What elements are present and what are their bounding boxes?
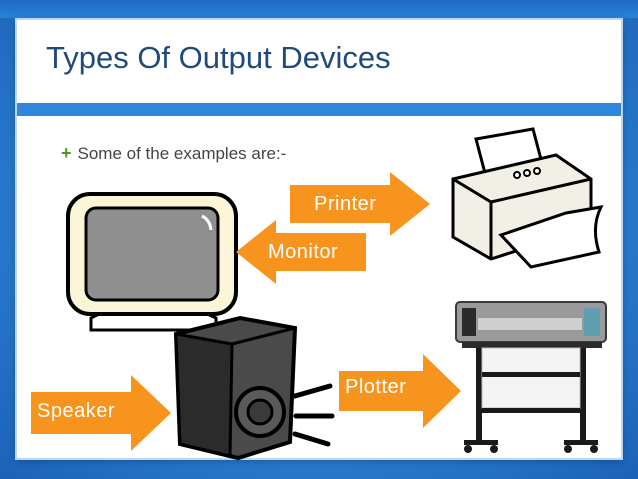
speaker-arrow-icon [31,375,171,451]
bullet-item: + Some of the examples are:- [61,143,286,164]
printer-arrow-icon [290,172,430,236]
monitor-label: Monitor [268,241,339,263]
plotter-label: Plotter [345,376,407,398]
plus-bullet-icon: + [61,143,72,163]
printer-label: Printer [314,193,377,215]
speaker-icon [173,315,335,461]
monitor-arrow-icon [236,220,366,284]
bullet-text: Some of the examples are:- [77,144,287,163]
plotter-arrow-icon [339,354,461,428]
printer-icon [451,127,604,269]
top-band [0,0,638,18]
slide-title: Types Of Output Devices [46,40,391,75]
speaker-label: Speaker [37,400,115,422]
plotter-icon [455,301,607,453]
title-divider [17,103,621,116]
